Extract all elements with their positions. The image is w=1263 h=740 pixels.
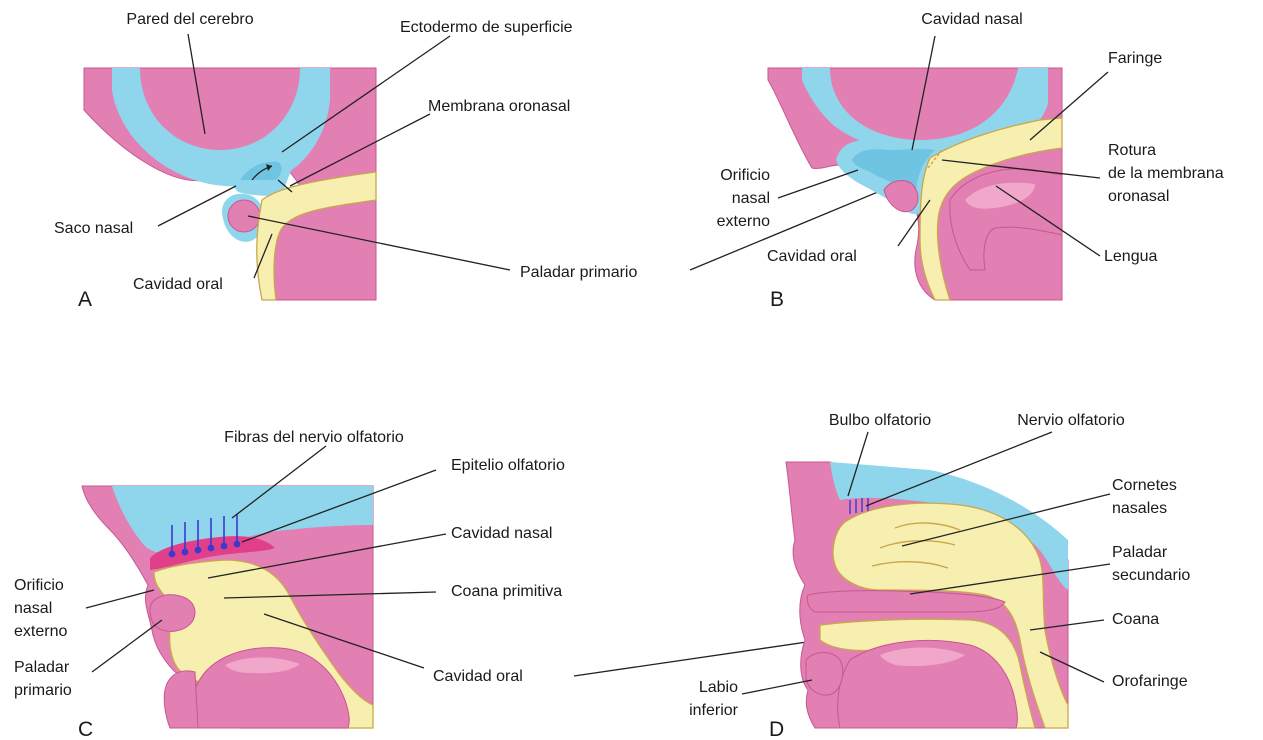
label-epitelio: Epitelio olfatorio	[451, 457, 565, 474]
label-nervio: Nervio olfatorio	[1017, 412, 1125, 429]
panel-letter-d: D	[769, 718, 784, 740]
label-bulbo: Bulbo olfatorio	[829, 412, 931, 429]
label-paladar-primario: Paladar primario	[520, 264, 637, 281]
label-cavidad-oral-c: Cavidad oral	[433, 668, 523, 685]
label-orificio-b-2: nasal	[732, 190, 770, 207]
label-pared-cerebro: Pared del cerebro	[126, 11, 253, 28]
panel-c-lip	[164, 671, 198, 728]
leader-labio	[742, 680, 812, 694]
panel-b: Cavidad nasal Faringe Rotura de la membr…	[717, 11, 1224, 311]
label-cavidad-oral-a: Cavidad oral	[133, 276, 223, 293]
label-lengua: Lengua	[1104, 248, 1157, 265]
label-ectodermo: Ectodermo de superficie	[400, 19, 573, 36]
label-faringe: Faringe	[1108, 50, 1162, 67]
panel-a: Pared del cerebro Ectodermo de superfici…	[54, 11, 902, 311]
label-paladar-d-1: Paladar	[1112, 544, 1168, 561]
label-paladar-c-1: Paladar	[14, 659, 70, 676]
label-orificio-c-1: Orificio	[14, 577, 64, 594]
label-orificio-c-2: nasal	[14, 600, 52, 617]
label-orificio-c-3: externo	[14, 623, 67, 640]
panel-letter-a: A	[78, 288, 92, 311]
label-orificio-b-3: externo	[717, 213, 770, 230]
label-paladar-d-2: secundario	[1112, 567, 1190, 584]
label-labio-1: Labio	[699, 679, 738, 696]
panel-c-primary-palate	[150, 595, 195, 632]
label-cavidad-oral-b: Cavidad oral	[767, 248, 857, 265]
label-labio-2: inferior	[689, 702, 739, 719]
panel-letter-c: C	[78, 718, 93, 740]
label-orificio-b-1: Orificio	[720, 167, 770, 184]
label-cornetes-2: nasales	[1112, 500, 1167, 517]
panel-a-palate-core	[228, 200, 260, 232]
panel-letter-b: B	[770, 288, 784, 311]
panel-d: Bulbo olfatorio Nervio olfatorio Cornete…	[689, 412, 1190, 740]
label-membrana-oronasal: Membrana oronasal	[428, 98, 570, 115]
leader-paladar-c	[92, 620, 162, 672]
panel-d-lower-lip	[806, 653, 843, 696]
label-coana: Coana	[1112, 611, 1159, 628]
label-fibras: Fibras del nervio olfatorio	[224, 429, 404, 446]
label-orofaringe: Orofaringe	[1112, 673, 1188, 690]
label-rotura-2: de la membrana	[1108, 165, 1224, 182]
leader-orificio-c	[86, 590, 154, 608]
label-cornetes-1: Cornetes	[1112, 477, 1177, 494]
leader-orificio-b	[778, 170, 858, 198]
label-rotura-1: Rotura	[1108, 142, 1156, 159]
label-cavidad-nasal-b: Cavidad nasal	[921, 11, 1022, 28]
label-paladar-c-2: primario	[14, 682, 72, 699]
panel-b-palate-bump	[884, 181, 918, 212]
label-coana-primitiva: Coana primitiva	[451, 583, 562, 600]
label-cavidad-nasal-c: Cavidad nasal	[451, 525, 552, 542]
label-rotura-3: oronasal	[1108, 188, 1169, 205]
label-saco-nasal: Saco nasal	[54, 220, 133, 237]
